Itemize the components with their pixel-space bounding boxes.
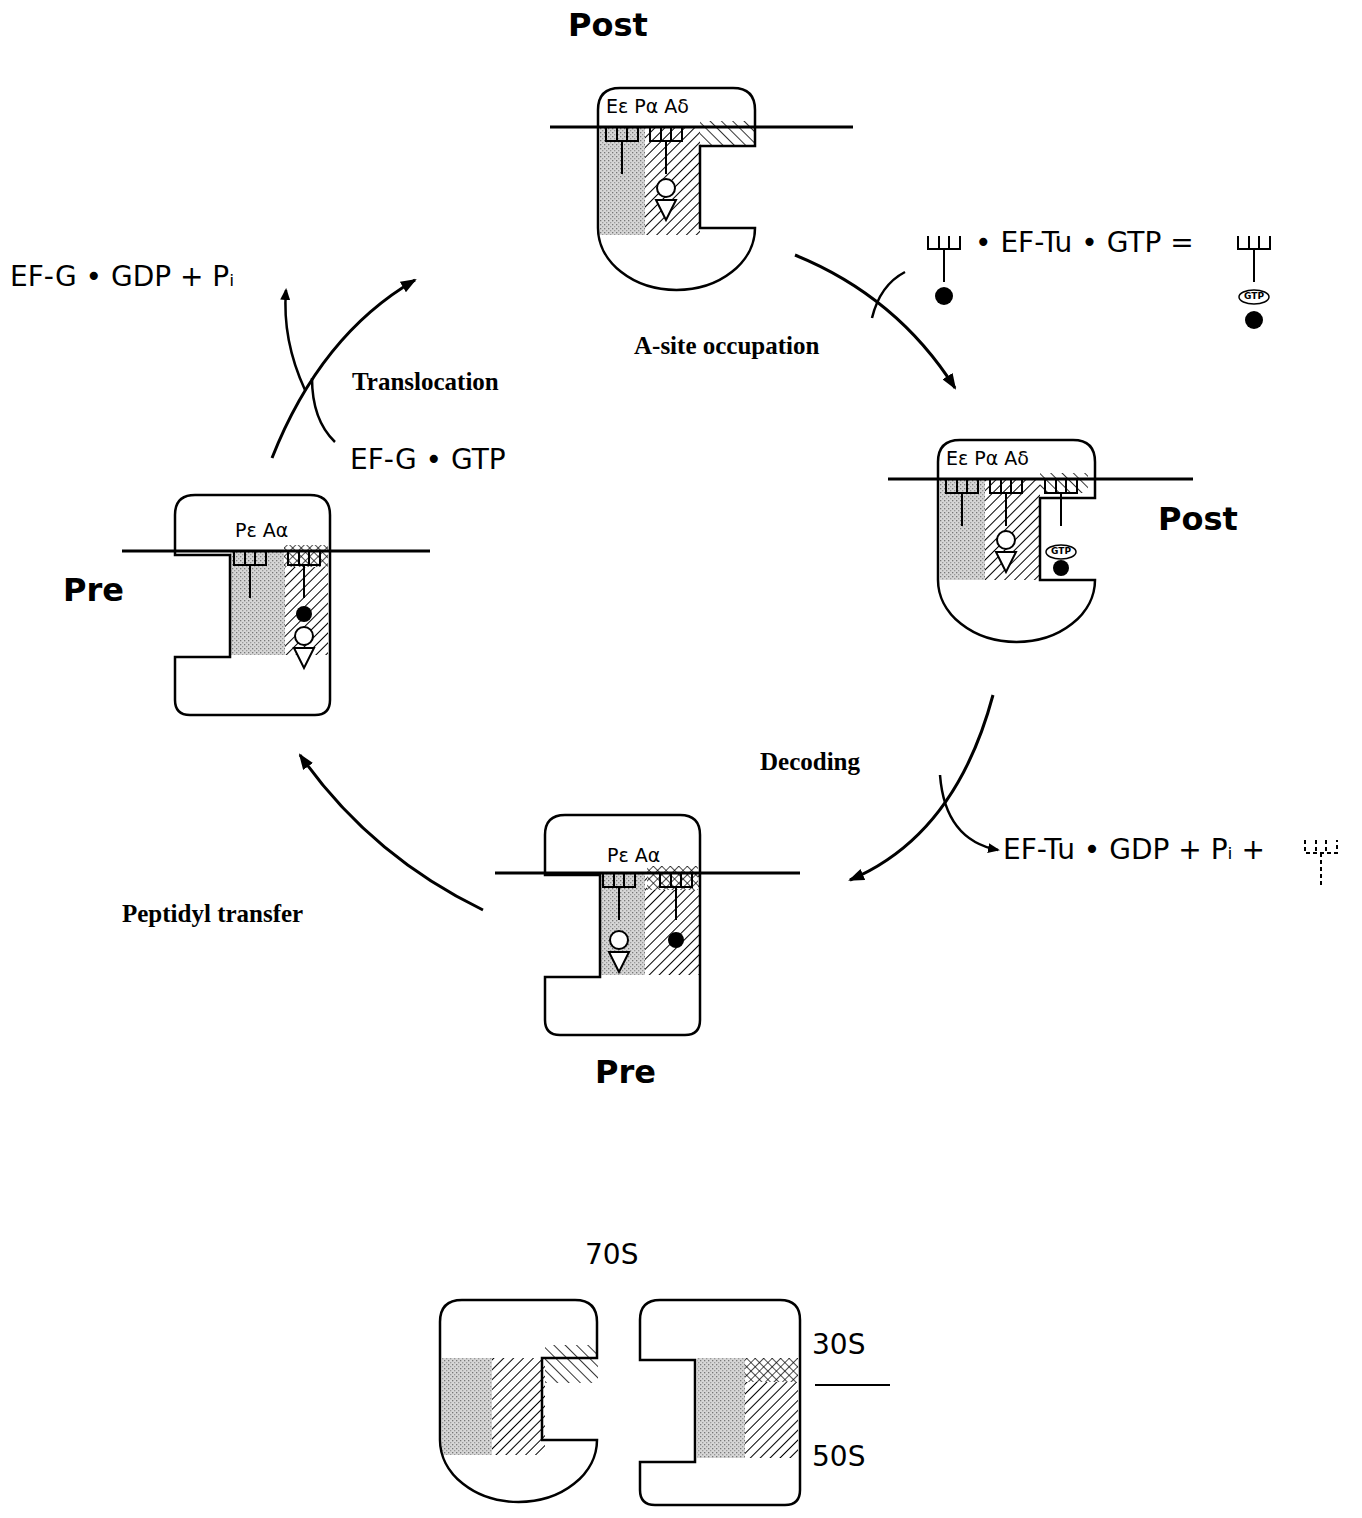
- step-label: A-site occupation: [632, 332, 821, 360]
- reaction-product: EF-Tu • GDP + Pᵢ +: [1003, 835, 1265, 866]
- step-label: Peptidyl transfer: [120, 900, 305, 928]
- cycle-arrow: [850, 695, 993, 880]
- reaction-product: EF-G • GDP + Pᵢ: [10, 262, 234, 293]
- state-label: Pre: [63, 573, 124, 608]
- site-label: Eε Pα Aδ: [946, 448, 1029, 469]
- gtp-tag: GTP: [1244, 292, 1264, 302]
- ribosome-state: PrePε Aα: [545, 815, 700, 1035]
- ribosome-outline: [938, 440, 1095, 642]
- ribosome-outline: [598, 88, 755, 290]
- step-label: Translocation: [350, 368, 501, 396]
- cycle-arrow: [795, 255, 955, 388]
- ribosome-state: PostEε Pα Aδ: [598, 88, 755, 290]
- key-title: 70S: [585, 1240, 638, 1271]
- site-label: Eε Pα Aδ: [606, 96, 689, 117]
- ribosome-state: PostEε Pα Aδ: [938, 440, 1095, 642]
- reaction-input: EF-G • GTP: [350, 445, 506, 476]
- subunit-label: 30S: [812, 1330, 865, 1361]
- step-label: Decoding: [758, 748, 862, 776]
- cycle-arrow: [300, 755, 483, 910]
- gtp-tag: GTP: [1051, 547, 1071, 557]
- subunit-label: 50S: [812, 1442, 865, 1473]
- state-label: Pre: [595, 1055, 656, 1090]
- site-label: Pε Aα: [235, 520, 288, 541]
- site-label: Pε Aα: [607, 845, 660, 866]
- state-label: Post: [568, 8, 648, 43]
- ternary-complex-label: • EF-Tu • GTP =: [975, 228, 1194, 259]
- ribosome-state: PrePε Aα: [175, 495, 330, 715]
- state-label: Post: [1158, 502, 1238, 537]
